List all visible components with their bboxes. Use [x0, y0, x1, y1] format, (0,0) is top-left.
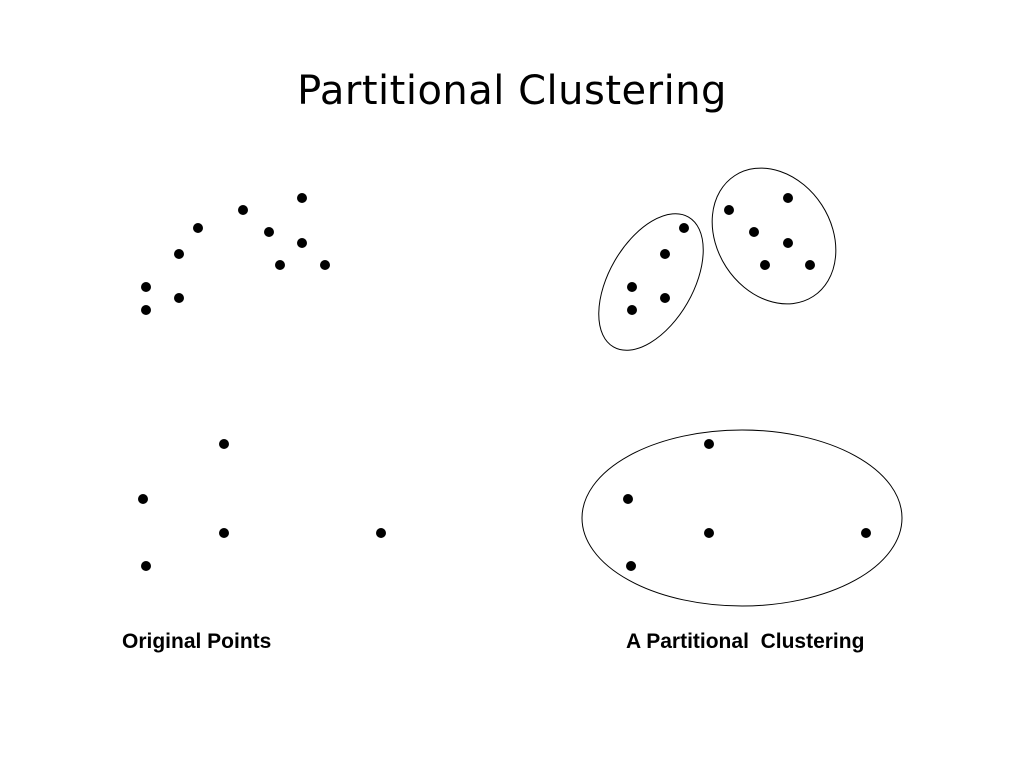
slide-title: Partitional Clustering [297, 68, 727, 114]
data-point [660, 293, 670, 303]
data-point [861, 528, 871, 538]
cluster-boundary [598, 213, 704, 351]
cluster-upper-right [711, 167, 837, 305]
group-upper-right [238, 193, 330, 270]
data-point [760, 260, 770, 270]
partitional-clustering-caption: A Partitional Clustering [626, 630, 865, 653]
group-bottom [138, 439, 386, 571]
data-point [174, 249, 184, 259]
data-point [297, 238, 307, 248]
data-point [193, 223, 203, 233]
data-point [704, 528, 714, 538]
cluster-upper-left [598, 213, 704, 351]
group-upper-left [141, 223, 203, 315]
data-point [238, 205, 248, 215]
data-point [264, 227, 274, 237]
data-point [138, 494, 148, 504]
data-point [626, 561, 636, 571]
data-point [724, 205, 734, 215]
partitional-clustering-panel [581, 167, 903, 607]
data-point [623, 494, 633, 504]
original-points-panel [138, 193, 386, 571]
data-point [219, 439, 229, 449]
data-point [679, 223, 689, 233]
data-point [749, 227, 759, 237]
data-point [219, 528, 229, 538]
cluster-boundary [581, 429, 903, 607]
data-point [297, 193, 307, 203]
data-point [141, 282, 151, 292]
data-point [141, 305, 151, 315]
data-point [141, 561, 151, 571]
data-point [783, 193, 793, 203]
original-points-caption: Original Points [122, 630, 272, 653]
data-point [376, 528, 386, 538]
data-point [275, 260, 285, 270]
cluster-bottom [581, 429, 903, 607]
data-point [783, 238, 793, 248]
data-point [704, 439, 714, 449]
data-point [627, 282, 637, 292]
data-point [660, 249, 670, 259]
data-point [320, 260, 330, 270]
data-point [627, 305, 637, 315]
cluster-boundary [711, 167, 837, 305]
data-point [174, 293, 184, 303]
data-point [805, 260, 815, 270]
